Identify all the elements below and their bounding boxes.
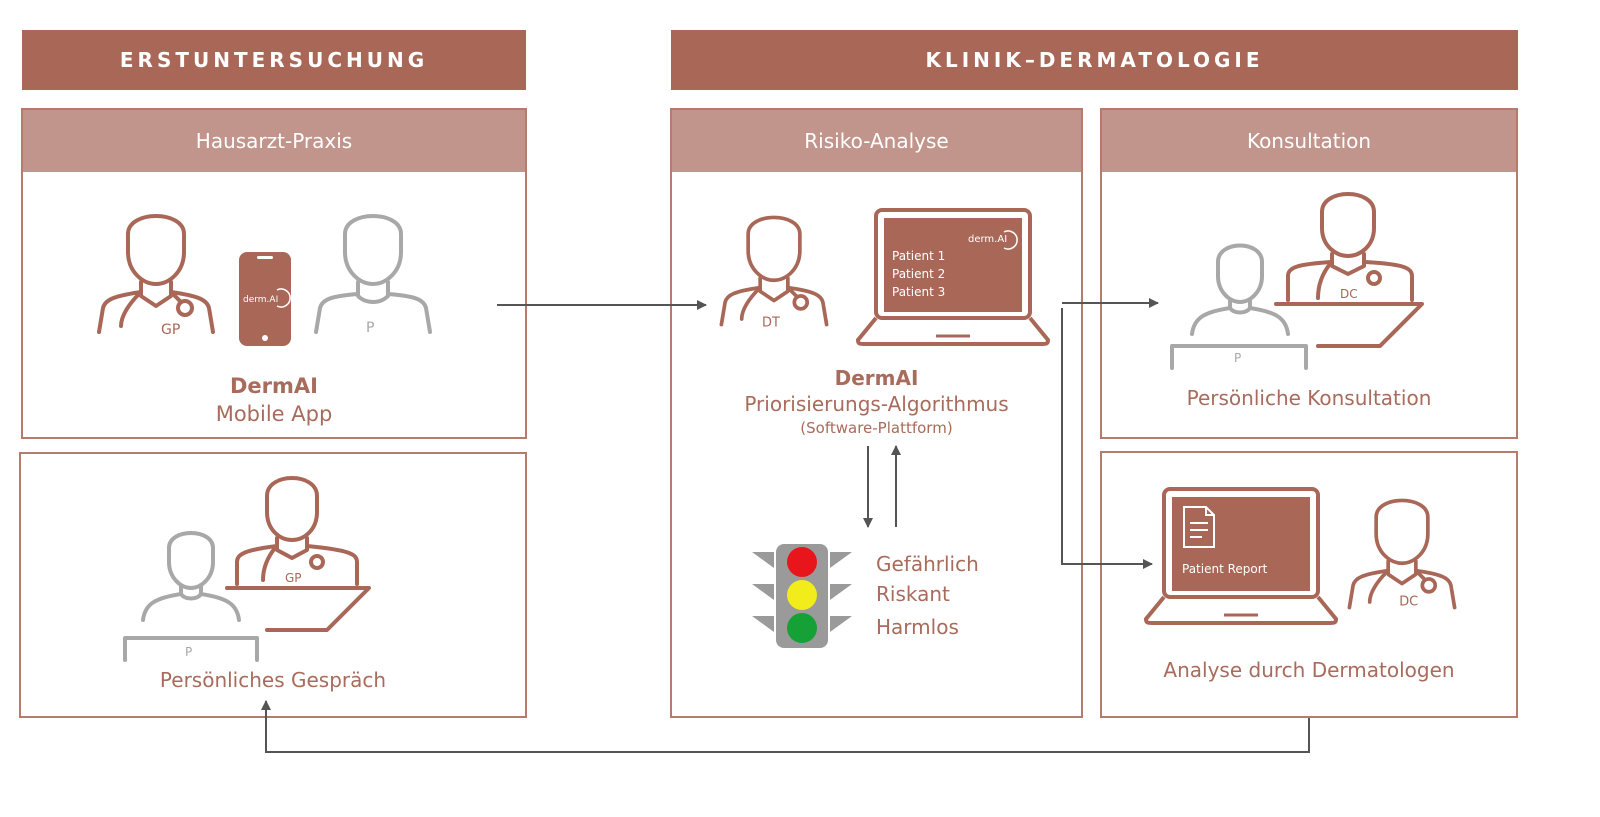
dc-consultation-icon: DC P [1170,192,1424,370]
phone-logo: derm.AI [243,295,278,305]
hausarzt-title: DermAI [230,374,318,398]
risiko-title: DermAI [834,366,919,390]
section-klinik-dermatologie: KLINIK–DERMATOLOGIE [671,30,1518,90]
section-erstuntersuchung: ERSTUNTERSUCHUNG [22,30,526,90]
gp-label: GP [161,322,180,338]
patient-2-label: Patient 2 [892,267,945,281]
konsultation-caption: Persönliche Konsultation [1186,386,1432,410]
section-title-right: KLINIK–DERMATOLOGIE [925,48,1264,72]
risiko-subtitle: Priorisierungs-Algorithmus [744,392,1009,416]
gp-doctor-icon: GP [97,214,215,338]
konsultation-header-label: Konsultation [1246,129,1372,153]
yellow-light [787,580,817,610]
patient-3-label: Patient 3 [892,285,945,299]
smartphone-icon: derm.AI [239,252,291,346]
gespraech-gp-label: GP [285,571,302,585]
level-riskant: Riskant [876,582,950,606]
panel-header-risiko: Risiko-Analyse [672,110,1081,172]
hausarzt-subtitle: Mobile App [215,402,333,426]
gespraech-caption: Persönliches Gespräch [159,668,387,692]
panel-header-konsultation: Konsultation [1102,110,1516,172]
konsultation-patient-label: P [1234,351,1241,365]
patient-icon: P [314,214,432,336]
patient-label: P [366,320,374,336]
document-icon [1183,506,1215,548]
panel-persoenliches-gespraech: GP P Persönliches Gespräch [19,452,527,718]
panel-konsultation: Konsultation DC P Persönliche Konsultati… [1100,108,1518,439]
panel-risiko-analyse: Risiko-Analyse DT derm.AI Patient 1 Pati… [670,108,1083,718]
report-laptop-icon: Patient Report [1143,487,1339,625]
gespraech-patient-label: P [185,645,192,659]
panel-hausarzt-praxis: Hausarzt-Praxis GP derm.AI P DermAI M [21,108,527,439]
patient-report-label: Patient Report [1182,562,1268,576]
hausarzt-header-label: Hausarzt-Praxis [195,129,353,153]
dc-doctor-icon: DC [1347,498,1457,610]
risiko-note: (Software-Plattform) [800,419,953,437]
level-harmlos: Harmlos [876,615,959,639]
level-gefaehrlich: Gefährlich [876,552,979,576]
green-light [787,613,817,643]
konsultation-dc-label: DC [1340,287,1358,301]
analyse-caption: Analyse durch Dermatologen [1163,658,1455,682]
traffic-light-icon [752,544,852,648]
panel-header-hausarzt: Hausarzt-Praxis [23,110,525,172]
analyse-dc-label: DC [1399,595,1418,610]
gp-consultation-icon: GP P [123,476,371,662]
dt-doctor-icon: DT [719,215,829,330]
arrow-risiko-to-analyse [1061,308,1153,569]
panel-analyse-dermatologen: Patient Report DC Analyse durch Dermatol… [1100,451,1518,718]
red-light [787,547,817,577]
dt-label: DT [762,315,780,330]
laptop-logo: derm.AI [968,234,1007,245]
patient-1-label: Patient 1 [892,249,945,263]
section-title-left: ERSTUNTERSUCHUNG [119,48,429,72]
risiko-header-label: Risiko-Analyse [804,129,949,153]
laptop-icon: derm.AI Patient 1 Patient 2 Patient 3 [855,208,1051,346]
arrow-feedback-to-gespraech [261,700,1310,753]
